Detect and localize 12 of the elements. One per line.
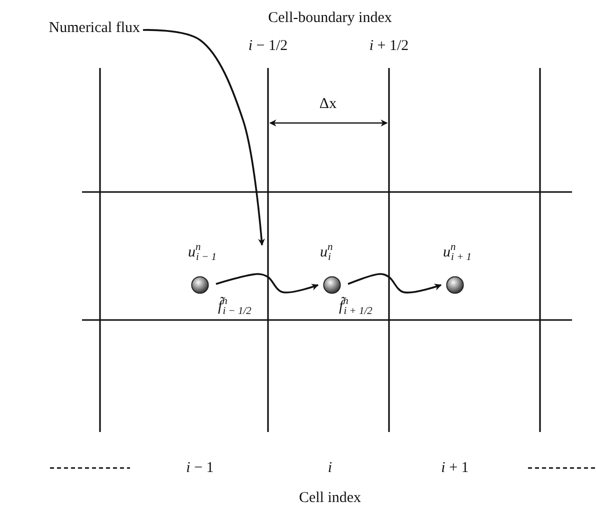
arrow bbox=[216, 273, 319, 294]
index-label: i bbox=[328, 460, 332, 476]
index-label: i − 1/2 bbox=[248, 38, 288, 54]
index-label: i + 1 bbox=[441, 460, 469, 476]
dimension-label: Δx bbox=[319, 96, 337, 112]
index-label: Cell index bbox=[298, 490, 362, 506]
annotation-text: Numerical flux bbox=[48, 20, 140, 36]
index-label: i + 1/2 bbox=[369, 38, 409, 54]
index-label: Cell-boundary index bbox=[268, 10, 392, 26]
arrow bbox=[348, 273, 442, 294]
index-label: i − 1 bbox=[186, 460, 214, 476]
arrow bbox=[142, 29, 265, 246]
